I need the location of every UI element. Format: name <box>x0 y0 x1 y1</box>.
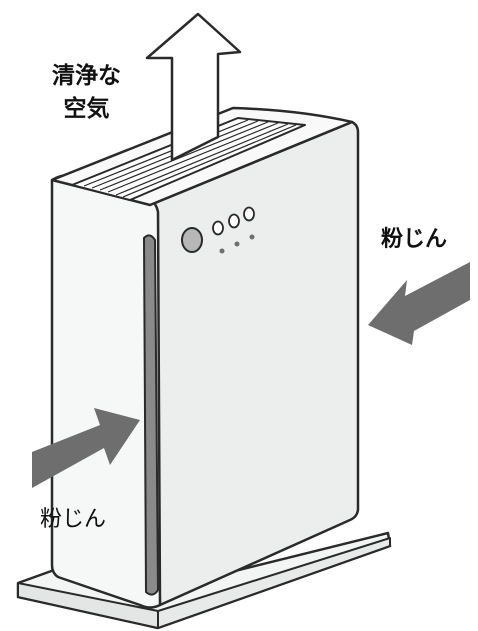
clean-air-label-line1: 清浄な <box>52 63 121 89</box>
indicator-light-3 <box>249 234 255 240</box>
control-button-1[interactable] <box>212 220 224 236</box>
dust-label-left: 粉じん <box>40 507 107 532</box>
clean-air-label-line2: 空気 <box>63 96 110 122</box>
front-intake-panel <box>142 234 160 596</box>
indicator-light-2 <box>234 241 240 247</box>
control-button-2[interactable] <box>228 213 240 229</box>
control-button-3[interactable] <box>243 206 255 222</box>
indicator-light-1 <box>219 248 225 254</box>
up-arrow-icon <box>145 12 242 162</box>
right-arrow-icon <box>32 408 140 488</box>
dust-label-right: 粉じん <box>381 227 448 252</box>
control-panel <box>181 206 255 254</box>
power-button[interactable] <box>181 227 203 253</box>
left-arrow-icon <box>368 262 470 345</box>
side-panel <box>148 120 360 607</box>
clean-air-label: 清浄な 空気 <box>52 60 121 126</box>
